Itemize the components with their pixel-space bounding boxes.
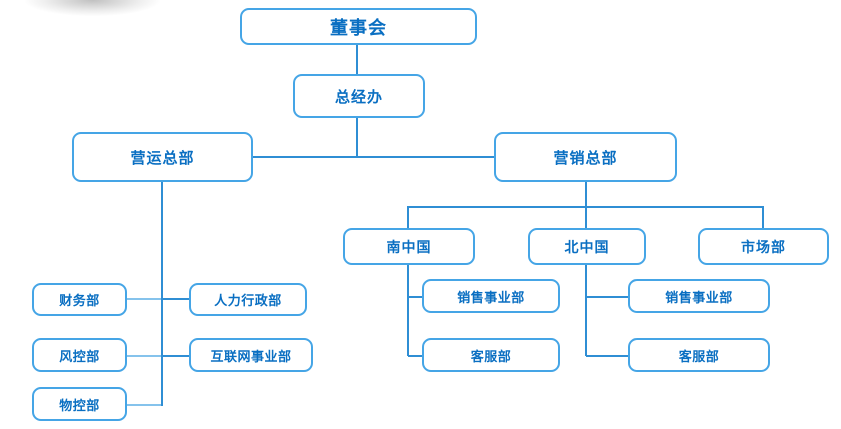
connector-material (127, 404, 161, 406)
connector-ops-spine (161, 182, 163, 406)
org-node-material-control-dept[interactable]: 物控部 (32, 387, 127, 421)
org-node-finance-dept[interactable]: 财务部 (32, 283, 127, 316)
connector-main-horizontal (253, 156, 494, 158)
org-node-south-customer-service[interactable]: 客服部 (422, 338, 560, 372)
org-node-risk-control-dept[interactable]: 风控部 (32, 338, 127, 372)
org-node-south-sales-division[interactable]: 销售事业部 (422, 279, 560, 313)
connector-north-service (586, 355, 628, 357)
connector-risk (127, 355, 161, 357)
org-node-gm-office[interactable]: 总经办 (293, 74, 425, 118)
connector-north-sales (586, 296, 628, 298)
org-node-north-sales-division[interactable]: 销售事业部 (628, 279, 770, 313)
connector-south-service (408, 355, 422, 357)
connector-gm-drop (356, 118, 358, 157)
org-node-marketing-hq[interactable]: 营销总部 (494, 132, 677, 182)
org-node-market-dept[interactable]: 市场部 (698, 228, 829, 265)
connector-north-spine (585, 265, 587, 356)
org-node-south-china[interactable]: 南中国 (343, 228, 475, 265)
connector-finance (127, 298, 161, 300)
connector-internet (163, 355, 189, 357)
org-node-board[interactable]: 董事会 (240, 8, 477, 45)
org-node-north-china[interactable]: 北中国 (528, 228, 646, 265)
connector-south-sales (408, 296, 422, 298)
org-node-hr-admin-dept[interactable]: 人力行政部 (189, 283, 307, 316)
org-node-internet-division[interactable]: 互联网事业部 (189, 338, 313, 372)
connector-south-china-drop (407, 206, 409, 228)
connector-south-spine (407, 265, 409, 356)
org-node-operations-hq[interactable]: 营运总部 (72, 132, 253, 182)
connector-hr-admin (163, 298, 189, 300)
connector-mkt-drop (585, 182, 587, 206)
connector-market-dept-drop (762, 206, 764, 228)
connector-board-gm (356, 45, 358, 74)
top-edge-shadow (25, 0, 160, 16)
org-node-north-customer-service[interactable]: 客服部 (628, 338, 770, 372)
connector-north-china-drop (585, 206, 587, 228)
